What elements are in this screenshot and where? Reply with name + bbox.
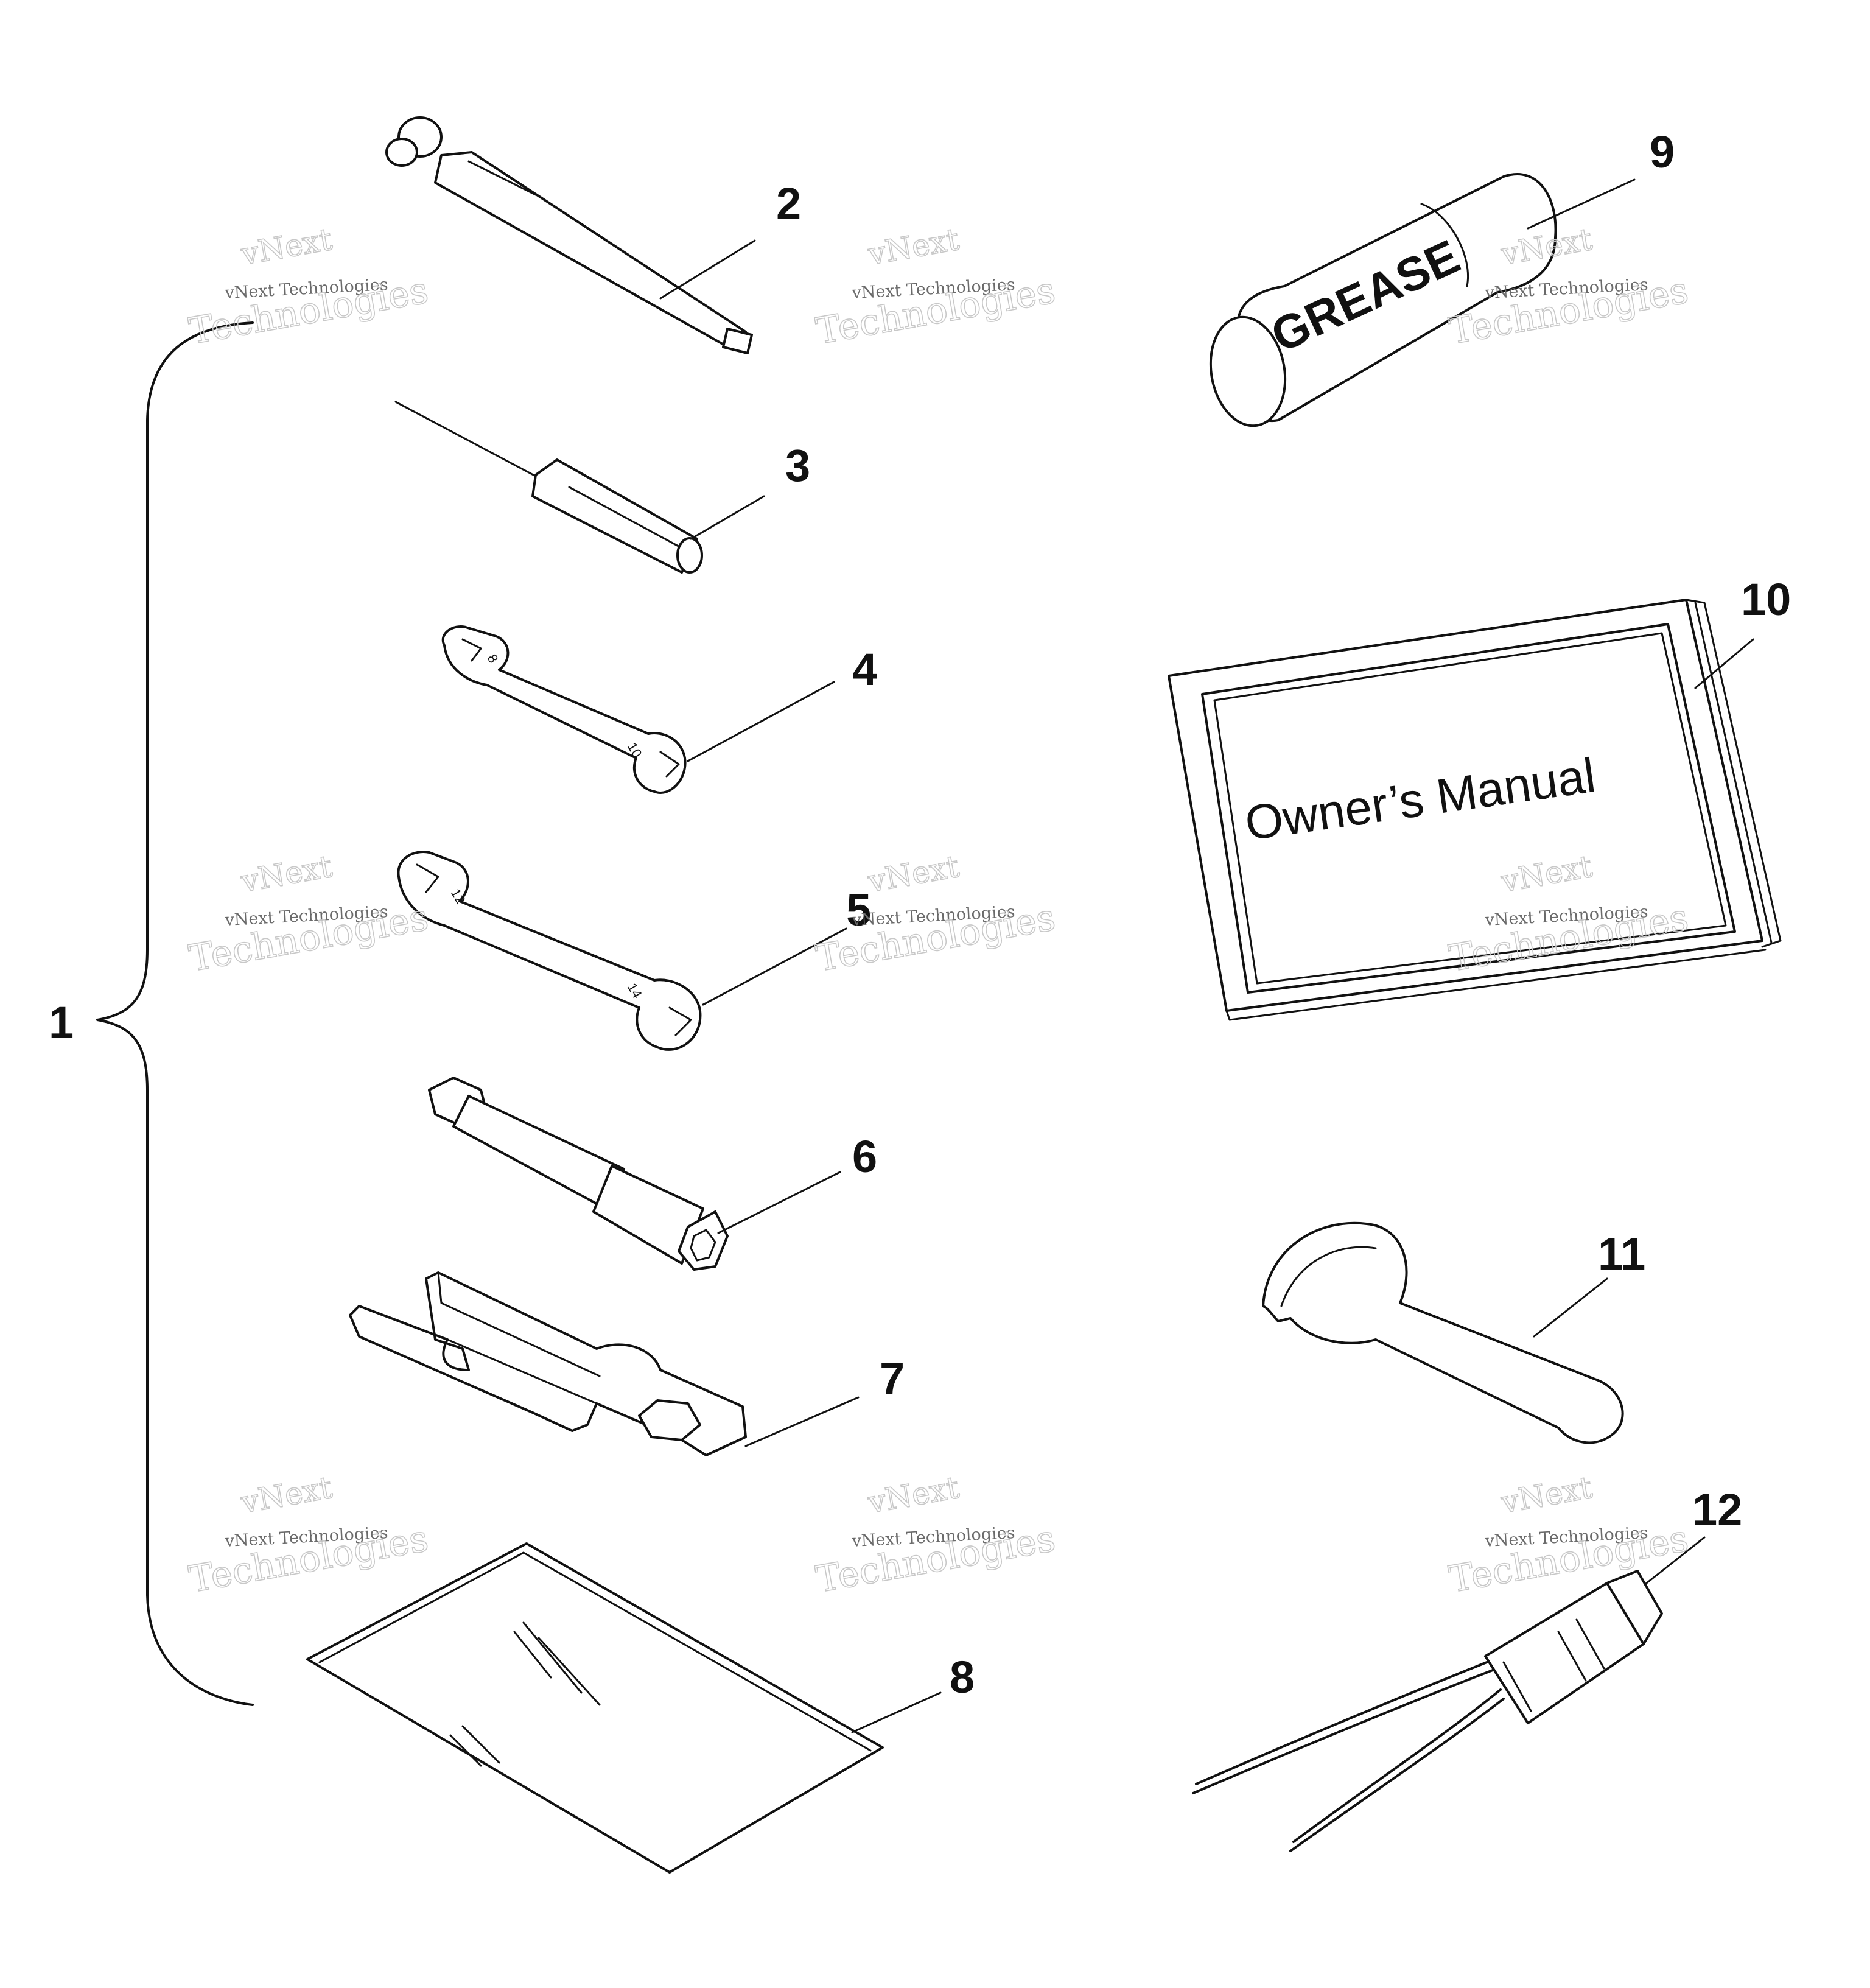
kit-brace [96, 321, 254, 1706]
callout-numbers: 1 2 3 4 5 6 7 8 9 10 11 12 [49, 127, 1791, 1702]
callout-3: 3 [785, 440, 810, 491]
watermark-2-line1: vNext [865, 222, 962, 272]
watermark-9: vNext vNext Technologies Technologies [1446, 1469, 1692, 1602]
callout-4: 4 [852, 644, 877, 695]
callout-10: 10 [1741, 574, 1791, 625]
spark-plug-tool [349, 1271, 747, 1456]
watermark-8-line1: vNext [865, 1470, 962, 1520]
grease-tube: GREASE [1209, 173, 1557, 427]
spark-plug-socket [428, 1077, 729, 1271]
watermark-7-line1: vNext [238, 1470, 335, 1520]
owners-manual-book: Owner’s Manual [1168, 599, 1782, 1021]
callout-7: 7 [880, 1354, 905, 1404]
callout-9: 9 [1650, 127, 1675, 177]
callout-8: 8 [950, 1652, 975, 1702]
callout-5: 5 [846, 885, 871, 935]
watermark-2: vNext vNext Technologies Technologies [813, 221, 1059, 354]
watermark-1-line1: vNext [238, 222, 335, 272]
watermark-7: vNext vNext Technologies Technologies [186, 1469, 432, 1602]
callout-6: 6 [852, 1131, 877, 1182]
tire-pressure-gauge [385, 116, 753, 354]
tool-pouch-bag [306, 1542, 884, 1874]
watermark-4-line1: vNext [238, 849, 335, 899]
callout-11: 11 [1598, 1229, 1645, 1279]
callout-2: 2 [776, 178, 801, 229]
watermark-9-line1: vNext [1498, 1470, 1595, 1520]
screwdriver [394, 401, 703, 574]
spanner-wrench [1262, 1221, 1624, 1444]
watermark-8: vNext vNext Technologies Technologies [813, 1469, 1059, 1602]
watermark-1: vNext vNext Technologies Technologies [186, 221, 432, 354]
wiring-harness-connector [1192, 1570, 1663, 1852]
open-end-wrench-large: 12 14 [397, 851, 702, 1051]
callout-1: 1 [49, 997, 74, 1048]
open-end-wrench-small: 8 10 [441, 625, 687, 794]
leader-lines [659, 178, 1754, 1733]
callout-12: 12 [1692, 1484, 1742, 1535]
watermark-4: vNext vNext Technologies Technologies [186, 848, 432, 981]
watermark-5-line1: vNext [865, 849, 962, 899]
